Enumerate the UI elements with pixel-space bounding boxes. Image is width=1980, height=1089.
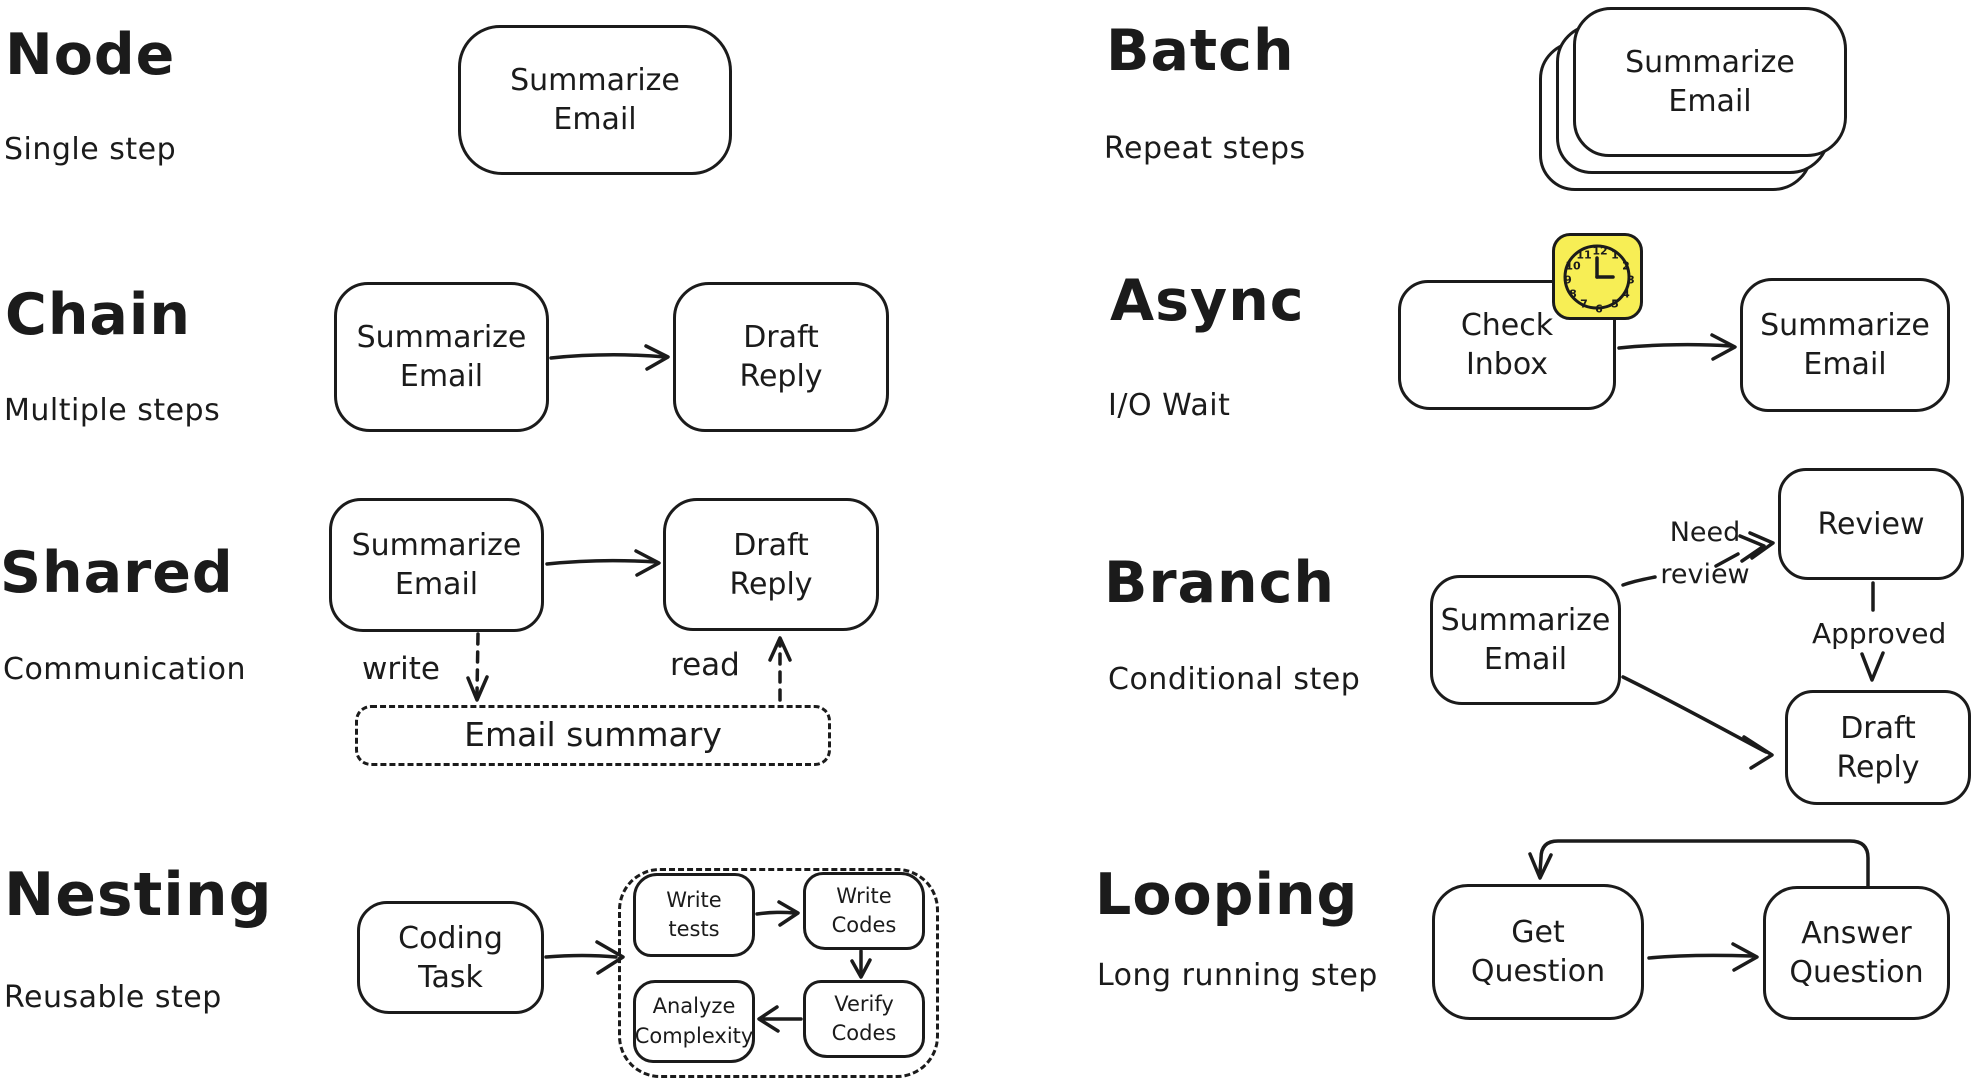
nesting-subtitle: Reusable step [4,980,222,1015]
looping-arrow [1647,953,1754,960]
shared-email-summary-store: Email summary [355,705,831,766]
clock-number: 1 [1611,248,1619,262]
clock-face [1563,244,1631,310]
clock-number: 2 [1622,259,1630,273]
branch-direct-arrow [1621,675,1768,754]
looping-get-question-box: Get Question [1432,884,1644,1020]
async-summarize-email-box: Summarize Email [1740,278,1950,412]
branch-title: Branch [1104,550,1335,616]
clock-number: 4 [1622,287,1630,301]
clock-number: 9 [1564,273,1572,287]
chain-arrowhead [644,344,670,371]
looping-arrowhead [1731,942,1759,972]
clock-number: 5 [1611,297,1619,311]
branch-need-review-label: Need review [1660,517,1750,590]
async-title: Async [1110,268,1305,334]
nesting-analyze-complexity-box: Analyze Complexity [633,980,755,1063]
node-subtitle: Single step [4,132,177,167]
chain-arrow [549,353,668,360]
looping-loopback-arrow [1538,839,1870,888]
node-title: Node [5,22,176,88]
shared-read-arrowhead [768,636,792,662]
clock-number: 12 [1592,244,1608,258]
shared-write-arrowhead [466,675,489,702]
shared-title: Shared [0,540,234,606]
async-subtitle: I/O Wait [1108,388,1231,423]
clock-number: 7 [1580,297,1588,311]
clock-icon: 12 1 2 3 4 5 6 7 8 9 10 11 [1552,233,1643,320]
looping-answer-question-box: Answer Question [1763,886,1950,1020]
chain-draft-reply-box: Draft Reply [673,282,889,432]
nesting-write-codes-box: Write Codes [803,872,925,950]
async-arrow [1617,342,1733,350]
looping-loopback-arrowhead [1528,852,1553,880]
nesting-verify-codes-box: Verify Codes [803,980,925,1058]
shared-write-label: write [362,651,440,687]
chain-subtitle: Multiple steps [4,393,221,428]
shared-read-label: read [670,647,740,683]
branch-direct-arrowhead [1742,735,1774,770]
looping-title: Looping [1095,862,1359,928]
nesting-arrow [544,953,618,959]
nesting-coding-task-box: Coding Task [357,901,544,1014]
clock-number: 6 [1595,302,1603,316]
async-arrowhead [1710,333,1737,361]
branch-subtitle: Conditional step [1108,662,1361,697]
clock-number: 10 [1565,259,1581,273]
batch-title: Batch [1106,18,1295,84]
branch-approved-arrowhead [1860,651,1885,682]
branch-review-box: Review [1778,468,1964,580]
chain-summarize-email-box: Summarize Email [334,282,549,432]
looping-subtitle: Long running step [1097,958,1378,993]
clock-number: 3 [1627,273,1635,287]
branch-summarize-email-box: Summarize Email [1430,575,1621,705]
clock-number: 11 [1576,248,1592,262]
shared-arrowhead [634,549,661,577]
nesting-title: Nesting [4,860,273,930]
clock-number: 8 [1569,287,1577,301]
shared-write-arrow [475,632,480,696]
branch-draft-reply-box: Draft Reply [1785,690,1971,805]
batch-subtitle: Repeat steps [1104,131,1306,166]
shared-summarize-email-box: Summarize Email [329,498,544,632]
shared-draft-reply-box: Draft Reply [663,498,879,631]
shared-arrow [545,558,658,566]
branch-approved-label: Approved [1812,617,1947,650]
shared-subtitle: Communication [3,652,246,687]
node-summarize-email-box: Summarize Email [458,25,732,175]
batch-summarize-email-box: Summarize Email [1573,7,1847,157]
chain-title: Chain [5,282,191,348]
nesting-write-tests-box: Write tests [633,873,755,957]
